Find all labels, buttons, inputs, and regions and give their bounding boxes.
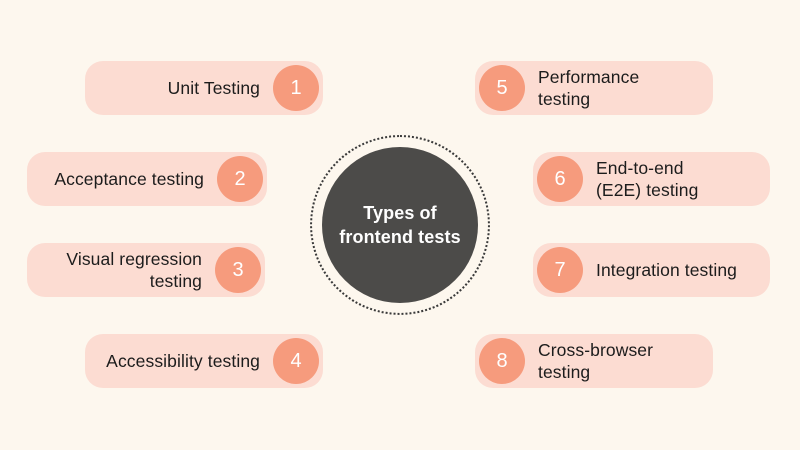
number-badge: 8	[479, 338, 525, 384]
pill-label: Accessibility testing	[106, 350, 260, 371]
number-badge: 2	[217, 156, 263, 202]
number-badge: 1	[273, 65, 319, 111]
test-pill-unit-testing: Unit Testing 1	[85, 61, 323, 115]
test-pill-performance-testing: 5 Performance testing	[475, 61, 713, 115]
test-pill-cross-browser-testing: 8 Cross-browser testing	[475, 334, 713, 388]
number-badge: 6	[537, 156, 583, 202]
pill-label: Cross-browser testing	[538, 339, 654, 382]
pill-label: End-to-end (E2E) testing	[596, 157, 699, 200]
diagram-title: Types of frontend tests	[339, 202, 461, 247]
pill-label: Unit Testing	[167, 77, 260, 98]
number-badge: 5	[479, 65, 525, 111]
center-circle: Types of frontend tests	[322, 147, 478, 303]
test-pill-acceptance-testing: Acceptance testing 2	[27, 152, 267, 206]
test-pill-accessibility-testing: Accessibility testing 4	[85, 334, 323, 388]
pill-label: Integration testing	[596, 259, 738, 280]
pill-label: Acceptance testing	[54, 168, 204, 189]
test-pill-e2e-testing: 6 End-to-end (E2E) testing	[533, 152, 770, 206]
pill-label: Performance testing	[538, 66, 640, 109]
test-pill-visual-regression-testing: Visual regression testing 3	[27, 243, 265, 297]
test-pill-integration-testing: 7 Integration testing	[533, 243, 770, 297]
number-badge: 3	[215, 247, 261, 293]
number-badge: 4	[273, 338, 319, 384]
center-dotted-ring: Types of frontend tests	[310, 135, 490, 315]
pill-label: Visual regression testing	[66, 248, 202, 291]
number-badge: 7	[537, 247, 583, 293]
